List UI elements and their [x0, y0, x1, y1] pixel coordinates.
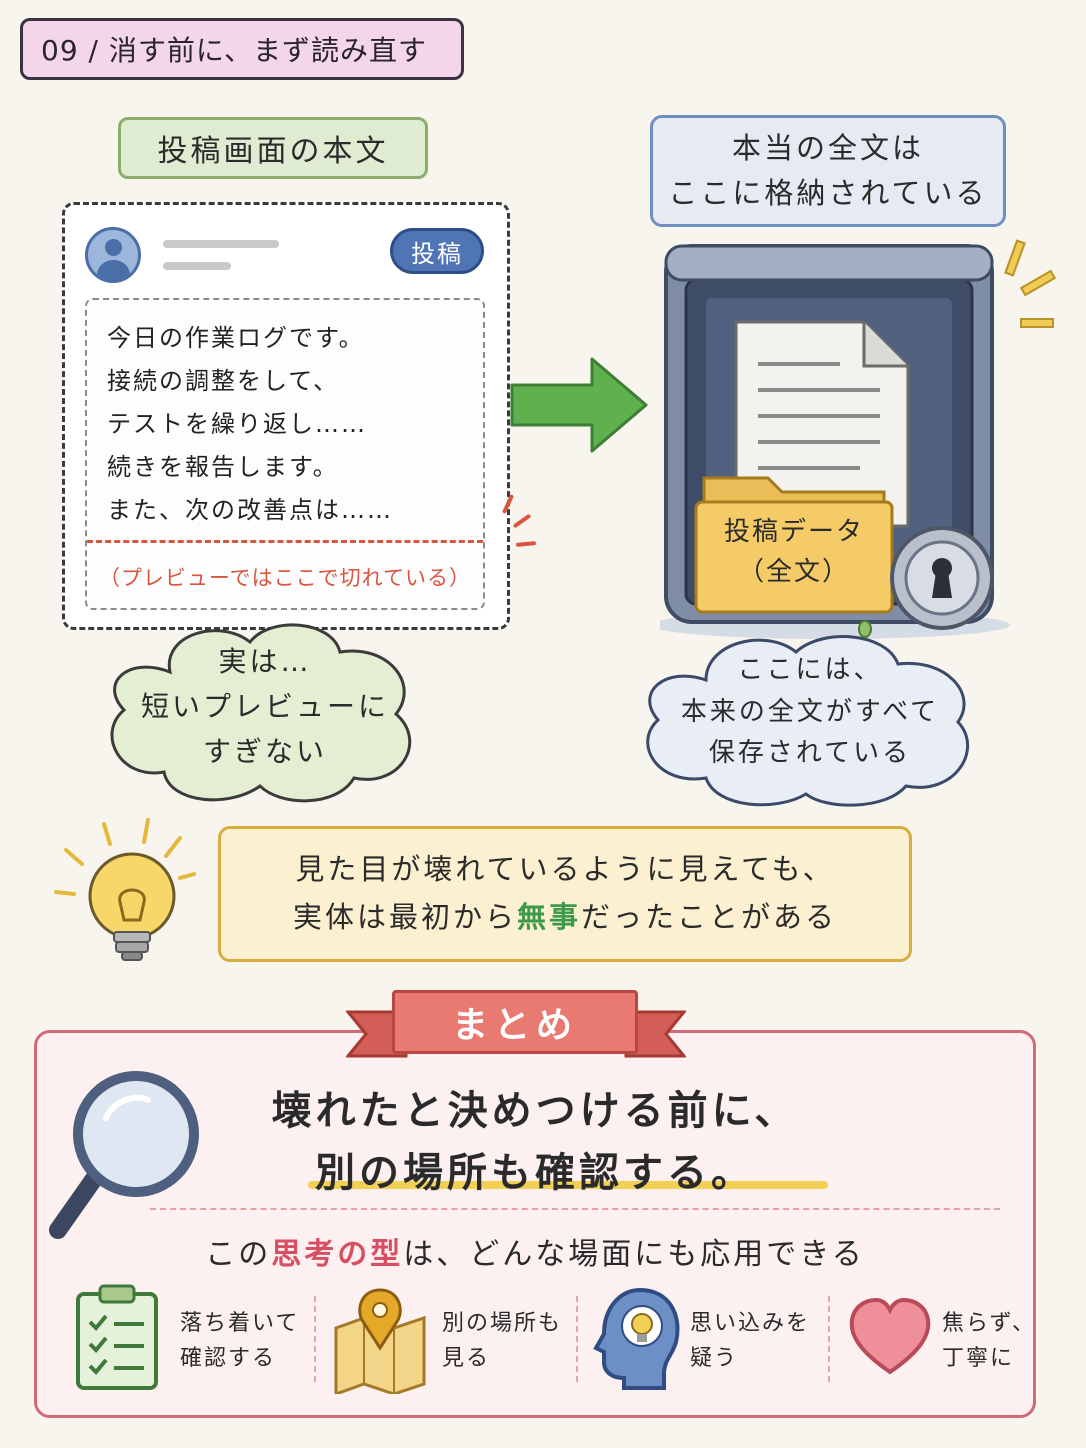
insight-accent: 無事 [516, 900, 581, 934]
summary-divider [150, 1208, 1000, 1210]
storage-label-line-1: 本当の全文は [731, 131, 924, 166]
right-thought-cloud [646, 635, 970, 807]
item-separator [828, 1296, 830, 1382]
left-cloud-line-3: すぎない [202, 734, 327, 768]
right-cloud-line-2: 本来の全文がすべて [680, 696, 940, 727]
post-button[interactable]: 投稿 [390, 228, 484, 274]
post-line: 続きを報告します。 [107, 453, 339, 481]
summary-item-3: 思い込みを 疑う [690, 1306, 810, 1376]
insight-line-2-post: だったことがある [581, 900, 838, 934]
summary-item-1-line-2: 確認する [180, 1346, 277, 1372]
right-cloud-line-1: ここには、 [737, 655, 883, 685]
username-placeholder [163, 240, 279, 248]
storage-label-line-2: ここに格納されている [668, 176, 988, 210]
summary-item-3-line-2: 疑う [690, 1346, 739, 1372]
post-screen-label: 投稿画面の本文 [118, 117, 428, 179]
lightbulb-icon [54, 818, 196, 961]
post-body-preview: 今日の作業ログです。 接続の調整をして、 テストを繰り返し…… 続きを報告します… [85, 298, 485, 610]
folder-label: 投稿データ （全文） [696, 512, 892, 593]
summary-item-1-line-1: 落ち着いて [180, 1311, 300, 1336]
meta-placeholder [163, 262, 231, 270]
head-lightbulb-icon [593, 1287, 680, 1390]
safe-icon [660, 244, 1010, 639]
insight-line-2-pre: 実体は最初から [292, 900, 517, 934]
folder-label-line-1: 投稿データ [723, 517, 864, 547]
summary-headline-1: 壊れたと決めつける前に、 [271, 1088, 799, 1134]
left-thought-cloud [110, 623, 412, 803]
summary-item-4-line-1: 焦らず、 [942, 1311, 1037, 1336]
summary-item-2-line-1: 別の場所も [442, 1311, 563, 1336]
spark-icon [512, 513, 532, 529]
summary-subline: この思考の型は、どんな場面にも応用できる [34, 1229, 1036, 1273]
post-line: テストを繰り返し…… [107, 410, 367, 438]
page-title: 09 / 消す前に、まず読み直す [20, 18, 464, 80]
insight-box: 見た目が壊れているように見えても、 実体は最初から無事だったことがある [218, 826, 912, 962]
summary-item-3-line-1: 思い込みを [690, 1311, 811, 1336]
summary-sub-post: は、どんな場面にも応用できる [403, 1237, 865, 1272]
summary-headline-2: 別の場所も確認する。 [315, 1150, 755, 1196]
ribbon-tails [346, 1010, 686, 1058]
right-cloud-line-3: 保存されている [708, 738, 912, 769]
magnifier-icon [49, 1071, 199, 1239]
clipboard-checklist-icon [76, 1284, 158, 1390]
summary-item-4: 焦らず、 丁寧に [942, 1306, 1036, 1376]
right-arrow-icon [510, 357, 648, 453]
truncation-line [87, 540, 483, 543]
folder-label-line-2: （全文） [737, 557, 850, 588]
insight-line-1: 見た目が壊れているように見えても、 [295, 852, 835, 887]
item-separator [576, 1296, 578, 1382]
summary-item-2-line-2: 見る [442, 1346, 491, 1372]
sparkle-icon [1020, 318, 1054, 328]
summary-item-2: 別の場所も 見る [442, 1306, 562, 1376]
post-line: また、次の改善点は…… [107, 496, 393, 524]
spark-icon [515, 541, 537, 547]
right-cloud-text: ここには、 本来の全文がすべて 保存されている [650, 650, 970, 775]
summary-item-1: 落ち着いて 確認する [180, 1306, 299, 1376]
highlight-underline [308, 1181, 828, 1189]
summary-sub-pre: この [205, 1237, 272, 1272]
truncation-note: （プレビューではここで切れている） [98, 566, 472, 590]
avatar-icon [85, 227, 141, 283]
left-cloud-text: 実は… 短いプレビューに すぎない [112, 640, 418, 774]
summary-ribbon: まとめ [392, 990, 638, 1054]
left-cloud-line-1: 実は… [218, 645, 312, 678]
summary-sub-accent: 思考の型 [271, 1237, 404, 1272]
post-card: 投稿 今日の作業ログです。 接続の調整をして、 テストを繰り返し…… 続きを報告… [62, 202, 510, 630]
item-separator [314, 1296, 316, 1382]
leaf-icon [858, 620, 872, 638]
summary-item-4-line-2: 丁寧に [942, 1346, 1015, 1372]
heart-icon [849, 1298, 931, 1375]
post-line: 今日の作業ログです。 [107, 324, 365, 352]
left-cloud-line-2: 短いプレビューに [140, 689, 389, 723]
post-line: 接続の調整をして、 [107, 367, 340, 395]
map-pin-icon [334, 1288, 426, 1394]
insight-line-2: 実体は最初から無事だったことがある [293, 894, 837, 942]
storage-label: 本当の全文は ここに格納されている [650, 115, 1006, 227]
